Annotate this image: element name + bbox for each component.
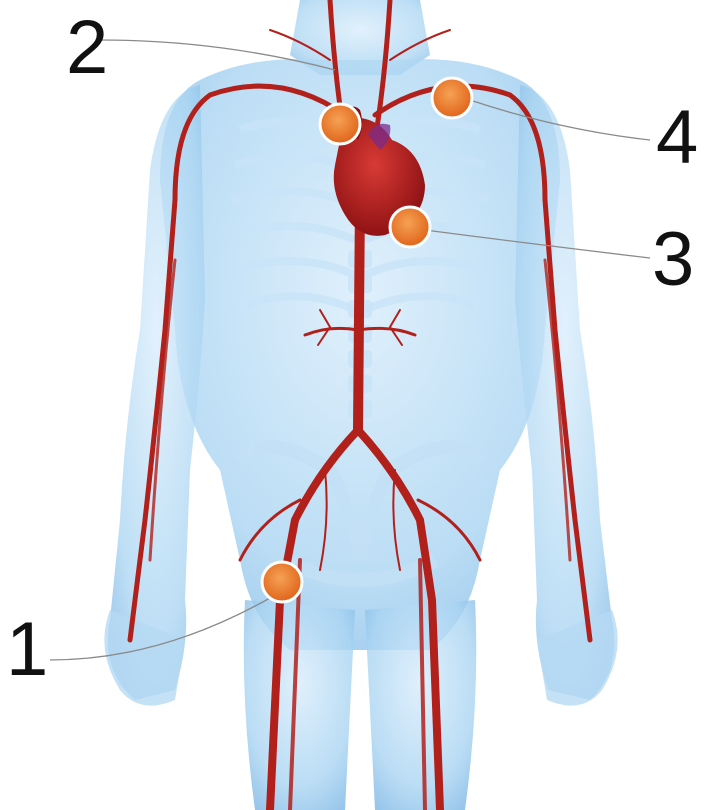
circle-marker-icon-4 — [432, 78, 472, 118]
circle-marker-icon-2 — [320, 104, 360, 144]
circle-marker-icon-3 — [390, 207, 430, 247]
callout-number-4: 4 — [656, 100, 698, 176]
callout-number-1: 1 — [6, 612, 48, 688]
circle-marker-icon-1 — [262, 562, 302, 602]
callout-number-2: 2 — [66, 10, 108, 86]
callout-number-3: 3 — [652, 222, 694, 298]
